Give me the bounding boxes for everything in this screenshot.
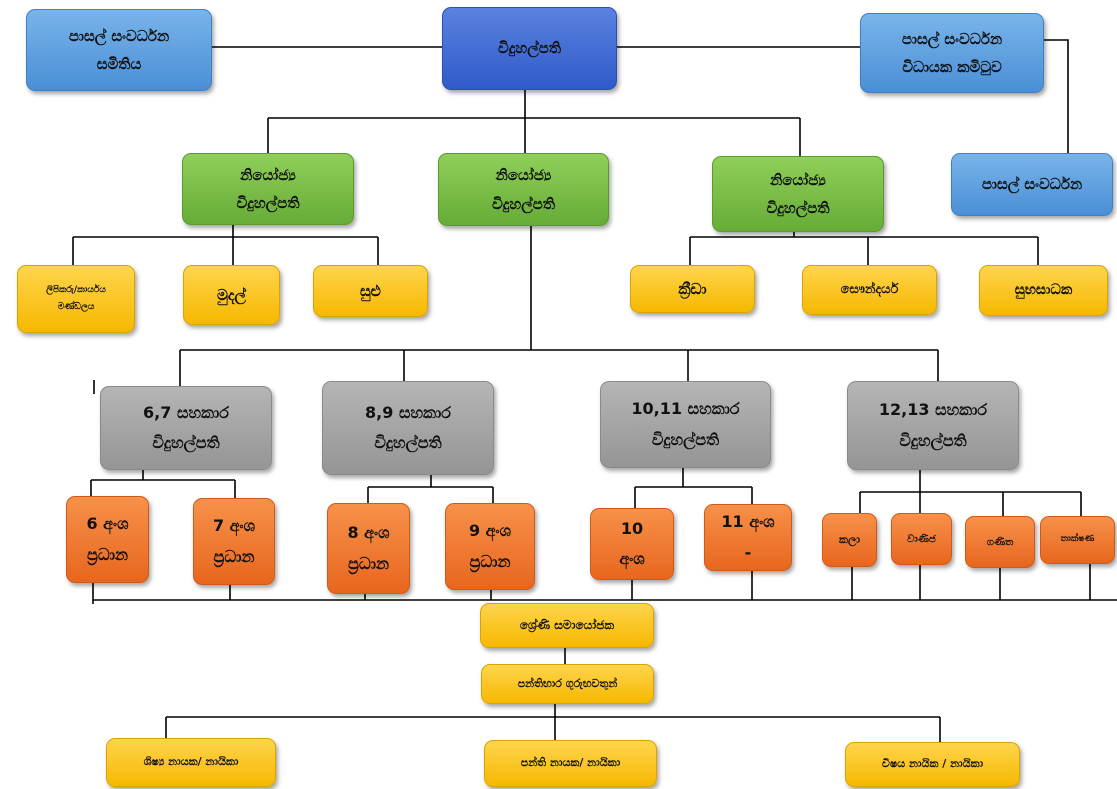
box-label: පාසල් සංවර්ධන <box>901 29 1003 48</box>
deputy-principal-box: නියෝජ්‍ය විදුහල්පති <box>438 153 609 226</box>
school-development-society-box: පාසල් සංවර්ධන සමිතිය <box>26 9 212 91</box>
box-label: 6 අංශ <box>86 514 129 534</box>
box-label: ක්‍රීඩා <box>678 279 707 298</box>
grade-8-head-box: 8 අංශ ප්‍රධාන <box>327 503 410 594</box>
arts-stream-box: කලා <box>822 513 877 567</box>
box-label: විදුහල්පති <box>374 433 442 452</box>
box-label: 12,13 සහකාර <box>878 400 988 420</box>
box-label: ප්‍රධාන <box>87 544 128 564</box>
grade-11-head-box: 11 අංශ - <box>704 504 792 571</box>
box-label: මුදල් <box>217 285 246 304</box>
class-teachers-box: පන්තිභාර ගුරුභවතුන් <box>481 664 654 704</box>
school-development-box: පාසල් සංවර්ධන <box>951 153 1113 216</box>
box-label: 10,11 සහකාර <box>631 399 740 419</box>
technology-stream-box: තාක්ෂණ <box>1040 516 1115 564</box>
aesthetic-box: සෞන්දර්ය <box>802 265 937 315</box>
class-leaders-box: පන්ති නායක/ නායිකා <box>484 740 657 787</box>
box-label: විදුහල්පති <box>491 194 556 213</box>
box-label: සමිතිය <box>96 55 142 73</box>
grade-9-head-box: 9 අංශ ප්‍රධාන <box>445 503 535 590</box>
sports-box: ක්‍රීඩා <box>630 265 755 313</box>
box-label: 8,9 සහකාර <box>365 402 451 422</box>
assistant-principal-6-7-box: 6,7 සහකාර විදුහල්පති <box>100 386 272 470</box>
box-label: 10 <box>620 518 644 538</box>
box-label: ප්‍රධාන <box>469 551 511 571</box>
box-label: ලිපිකරු/කාර්යය <box>46 284 106 295</box>
development-executive-committee-box: පාසල් සංවර්ධන විධායක කමිටුව <box>860 13 1044 93</box>
box-label: විදුහල්පති <box>899 430 967 450</box>
box-label: නියෝජ්‍ය <box>770 170 826 189</box>
box-label: විදුහල්පති <box>766 199 830 217</box>
box-label: - <box>744 542 752 562</box>
box-label: විදුහල්පති <box>497 39 562 58</box>
box-label: සුළු <box>360 281 381 300</box>
commerce-stream-box: වාණිජ <box>891 513 952 565</box>
deputy-principal-box: නියෝජ්‍ය විදුහල්පති <box>712 156 884 232</box>
box-label: 11 අංශ <box>721 512 775 532</box>
finance-box: මුදල් <box>183 265 280 325</box>
box-label: පාසල් සංවර්ධන <box>68 26 170 45</box>
box-label: සුභසාධක <box>1014 282 1073 299</box>
box-label: ප්‍රධාන <box>348 553 389 573</box>
box-label: නියෝජ්‍ය <box>240 165 296 184</box>
box-label: 7 අංශ <box>212 516 256 536</box>
box-label: තාක්ෂණ <box>1060 534 1095 545</box>
minor-staff-box: සුළු <box>313 265 428 317</box>
box-label: ශ්‍රේණි සමායෝජක <box>519 618 615 633</box>
box-label: වාණිජ <box>907 533 936 545</box>
student-leaders-box: ශිෂ්‍ය නායක/ නායිකා <box>106 738 276 787</box>
box-label: ප්‍රධාන <box>213 546 255 566</box>
box-label: කලා <box>839 532 860 546</box>
assistant-principal-12-13-box: 12,13 සහකාර විදුහල්පති <box>847 381 1019 470</box>
box-label: පන්තිභාර ගුරුභවතුන් <box>517 676 618 690</box>
box-label: 9 අංශ <box>468 521 512 541</box>
box-label: විදුහල්පති <box>236 194 300 212</box>
welfare-services-box: සුභසාධක <box>979 265 1108 316</box>
box-label: 8 අංශ <box>347 523 390 543</box>
subject-leaders-box: විෂය නායික / නායිකා <box>845 742 1020 787</box>
grade-coordinator-box: ශ්‍රේණි සමායෝජක <box>480 603 654 648</box>
assistant-principal-8-9-box: 8,9 සහකාර විදුහල්පති <box>322 381 494 475</box>
deputy-principal-box: නියෝජ්‍ය විදුහල්පති <box>182 153 354 225</box>
clerical-staff-box: ලිපිකරු/කාර්යය මණ්ඩලය <box>17 265 135 333</box>
box-label: විදුහල්පති <box>152 433 220 452</box>
box-label: පන්ති නායක/ නායිකා <box>520 756 621 770</box>
grade-7-head-box: 7 අංශ ප්‍රධාන <box>193 498 275 585</box>
box-label: විදුහල්පති <box>651 429 720 449</box>
maths-stream-box: ගණිත <box>965 516 1035 568</box>
assistant-principal-10-11-box: 10,11 සහකාර විදුහල්පති <box>600 381 771 468</box>
box-label: ශිෂ්‍ය නායක/ නායිකා <box>143 755 239 769</box>
box-label: ගණිත <box>986 536 1014 548</box>
box-label: 6,7 සහකාර <box>143 402 229 422</box>
box-label: නියෝජ්‍ය <box>495 166 552 184</box>
box-label: විධායක කමිටුව <box>902 58 1002 76</box>
box-label: පාසල් සංවර්ධන <box>981 175 1083 194</box>
box-label: අංශ <box>619 549 645 568</box>
box-label: විෂය නායික / නායිකා <box>881 757 984 771</box>
principal-box: විදුහල්පති <box>442 7 617 90</box>
box-label: සෞන්දර්ය <box>840 281 899 297</box>
grade-10-head-box: 10 අංශ <box>590 508 674 580</box>
grade-6-head-box: 6 අංශ ප්‍රධාන <box>66 496 149 583</box>
box-label: මණ්ඩලය <box>57 302 95 312</box>
